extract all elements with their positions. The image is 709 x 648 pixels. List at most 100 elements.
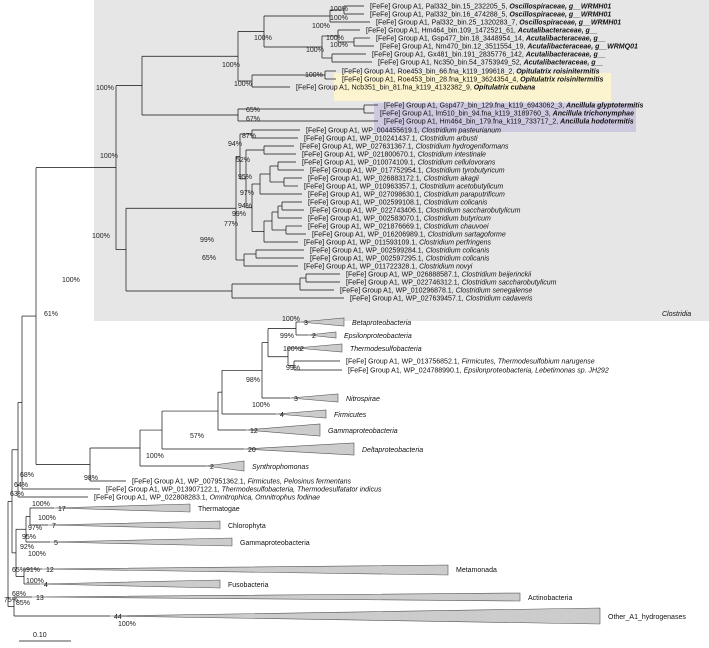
support-value: 75%: [4, 597, 18, 604]
collapsed-clade-count: 12: [46, 567, 54, 574]
support-value: 94%: [228, 141, 242, 148]
support-value: 100%: [62, 277, 80, 284]
support-value: 99%: [280, 333, 294, 340]
support-value: 68%: [20, 472, 34, 479]
collapsed-clade-label: Fusobacteria: [228, 582, 269, 589]
support-value: 77%: [224, 221, 238, 228]
collapsed-clade-count: 12: [250, 428, 258, 435]
leaf-label: [FeFe] Group A1, WP_010296878.1, Clostri…: [340, 288, 532, 295]
support-value: 99%: [200, 237, 214, 244]
collapsed-clade-count: 4: [44, 582, 48, 589]
leaf-label: [FeFe] Group A1, Gsp477_bin_129.fna_k119…: [384, 103, 644, 110]
support-value: 65%: [202, 255, 216, 262]
support-value: 98%: [246, 377, 260, 384]
collapsed-clade-count: 7: [52, 523, 56, 530]
leaf-label: [FeFe] Group A1, WP_011593109.1, Clostri…: [304, 240, 492, 247]
leaf-label: [FeFe] Group A1, WP_017752954.1, Clostri…: [310, 168, 505, 175]
support-value: 100%: [92, 233, 110, 240]
support-value: 100%: [330, 15, 348, 22]
leaf-label: [FeFe] Group A1, Hm464_bin.109_1472521_6…: [366, 28, 598, 35]
collapsed-clade-count: 44: [114, 614, 122, 621]
collapsed-clade-triangle: [41, 564, 449, 576]
scale-bar-label: 0.10: [33, 632, 47, 639]
collapsed-clade-label: Chlorophyta: [228, 523, 266, 530]
leaf-label: [FeFe] Group A1, WP_010963357.1, Clostri…: [304, 184, 503, 191]
ancillula-highlight: [374, 103, 636, 132]
collapsed-clade-triangle: [299, 317, 345, 327]
leaf-label: [FeFe] Group A1, WP_002599284.1, Clostri…: [310, 248, 490, 255]
collapsed-clade-label: Thermatogae: [198, 506, 240, 513]
collapsed-clade-label: Nitrospirae: [346, 396, 380, 403]
collapsed-clade-count: 17: [58, 506, 66, 513]
support-value: 100%: [306, 47, 324, 54]
collapsed-clade-count: 2: [210, 464, 214, 471]
collapsed-clade-triangle: [47, 520, 221, 530]
support-value: 67%: [246, 116, 260, 123]
support-value: 100%: [305, 72, 323, 79]
support-value: 100%: [118, 621, 136, 628]
leaf-label: [FeFe] Group A1, WP_013756852.1, Firmicu…: [346, 359, 595, 366]
support-value: 61%: [44, 311, 58, 318]
support-value: 52%: [236, 157, 250, 164]
collapsed-clade-count: 13: [36, 595, 44, 602]
collapsed-clade-label: Gammaproteobacteria: [240, 540, 310, 547]
collapsed-clade-triangle: [289, 393, 339, 403]
tree-branches: [7, 5, 378, 617]
collapsed-clade-label: Thermodesulfobacteria: [350, 346, 422, 353]
collapsed-clade-count: 5: [54, 540, 58, 547]
support-value: 100%: [26, 578, 44, 585]
support-value: 100%: [312, 23, 330, 30]
support-value: 64%: [14, 482, 28, 489]
support-value: 100%: [32, 501, 50, 508]
leaf-labels: [FeFe] Group A1, Pal332_bin.15_232205_5,…: [94, 4, 644, 502]
leaf-label: [FeFe] Group A1, WP_022808283.1, Omnitro…: [94, 495, 320, 502]
leaf-label: [FeFe] Group A1, WP_027639457.1, Clostri…: [350, 296, 533, 303]
leaf-label: [FeFe] Group A1, WP_010074109.1, Clostri…: [302, 160, 496, 167]
collapsed-clade-label: Firmicutes: [334, 412, 367, 419]
collapsed-clade-triangle: [31, 592, 521, 602]
leaf-label: [FeFe] Group A1, lm510_bin_94.fna_k119_3…: [380, 111, 634, 118]
leaf-label: [FeFe] Group A1, WP_010241437.1, Clostri…: [304, 136, 478, 143]
collapsed-clade-triangle: [53, 503, 191, 513]
collapsed-clade-triangle: [243, 442, 355, 456]
collapsed-clade-count: 3: [294, 396, 298, 403]
collapsed-clade-count: 2: [312, 333, 316, 340]
support-value: 100%: [96, 85, 114, 92]
leaf-label: [FeFe] Group A1, WP_026883172.1, Clostri…: [308, 176, 479, 183]
collapsed-clade-label: Actinobacteria: [528, 595, 572, 602]
support-value: 95%: [22, 534, 36, 541]
collapsed-clade-count: 4: [280, 412, 284, 419]
support-value: 63%: [10, 491, 24, 498]
support-value: 87%: [242, 133, 256, 140]
support-value: 65%: [246, 107, 260, 114]
support-value: 100%: [254, 35, 272, 42]
leaf-label: [FeFe] Group A1, WP_002599108.1, Clostri…: [308, 200, 488, 207]
support-value: 99%: [232, 211, 246, 218]
collapsed-clade-triangle: [39, 579, 221, 589]
support-value: 100%: [100, 153, 118, 160]
collapsed-clade-label: Synthrophomonas: [252, 464, 309, 471]
collapsed-clade-triangle: [205, 460, 245, 472]
support-value: 97%: [240, 190, 254, 197]
collapsed-clade-count: 20: [248, 447, 256, 454]
support-value: 100%: [28, 551, 46, 558]
support-value: 100%: [222, 62, 240, 69]
clostridia-highlight: [94, 0, 709, 321]
collapsed-clade-triangle: [295, 343, 343, 353]
collapsed-clade-triangle: [49, 537, 233, 547]
collapsed-clade-count: 3: [304, 320, 308, 327]
leaf-label: [FeFe] Group A1, Nc350_bin.54_3753949_52…: [378, 60, 603, 67]
leaf-label: [FeFe] Group A1, WP_002583070.1, Clostri…: [308, 216, 491, 223]
support-value: 100%: [326, 35, 344, 42]
collapsed-clade-label: Gammaproteobacteria: [328, 428, 398, 435]
support-value: 57%: [190, 433, 204, 440]
support-value: 92%: [20, 544, 34, 551]
leaf-label: [FeFe] Group A1, WP_021800670.1, Clostri…: [302, 152, 486, 159]
leaf-label: [FeFe] Group A1, WP_021876669.1, Clostri…: [308, 224, 489, 231]
leaf-label: [FeFe] Group A1, WP_024788990.1, Epsilon…: [348, 368, 609, 375]
support-value: 100%: [38, 515, 56, 522]
collapsed-clade-triangle: [109, 607, 601, 625]
support-value: 100%: [330, 42, 348, 49]
leaf-label: [FeFe] Group A1, Pal332_bin.15_232205_5,…: [370, 4, 611, 11]
